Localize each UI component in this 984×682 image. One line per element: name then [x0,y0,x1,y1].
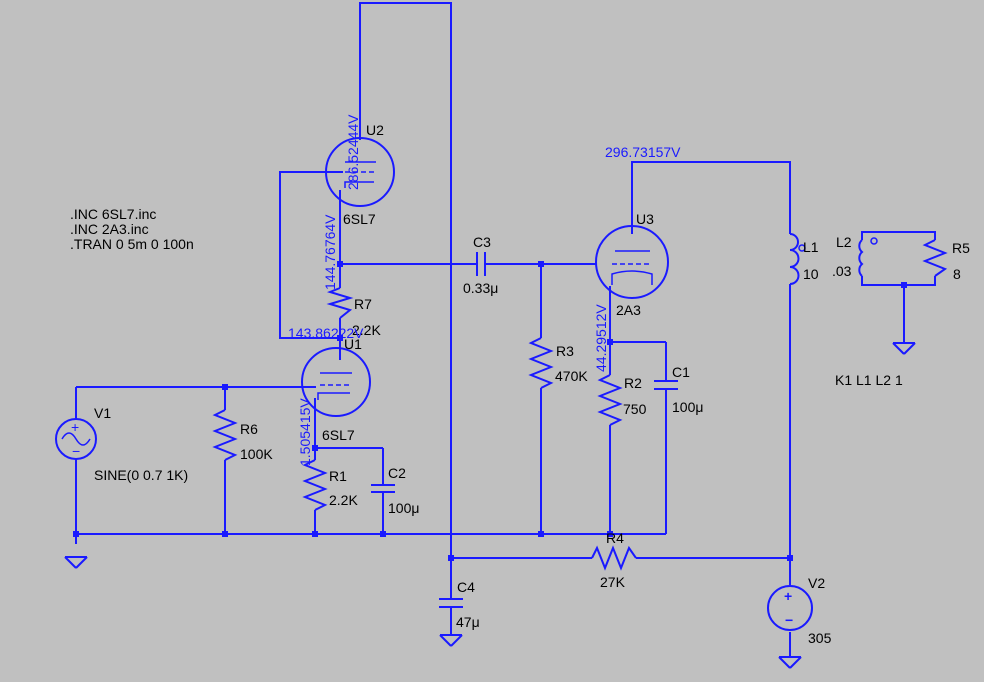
svg-text:+: + [784,588,792,604]
spice-directives: .INC 6SL7.inc .INC 2A3.inc .TRAN 0 5m 0 … [70,206,194,252]
capacitor-c2[interactable] [371,484,395,493]
l2-value: .03 [832,263,852,279]
v1-value: SINE(0 0.7 1K) [94,467,188,483]
u3-ref: U3 [636,211,654,227]
c3-value: 0.33μ [463,280,498,296]
c4-ref: C4 [457,579,475,595]
r4-value: 27K [600,574,626,590]
c2-value: 100μ [388,500,419,516]
directive-line: .INC 6SL7.inc [70,206,156,222]
resistor-r7[interactable] [326,287,354,319]
c4-value: 47μ [456,614,480,630]
tube-u3[interactable] [595,225,669,299]
tube-u2[interactable] [325,137,395,207]
tube-u1[interactable] [301,347,371,417]
r1-ref: R1 [329,468,347,484]
inductor-l2[interactable] [858,237,878,277]
r2-ref: R2 [624,375,642,391]
c1-value: 100μ [672,399,703,415]
v2-ref: V2 [808,575,825,591]
c3-ref: C3 [473,234,491,250]
capacitor-c4[interactable] [439,598,463,608]
r5-ref: R5 [952,240,970,256]
resistor-r4[interactable] [591,545,637,571]
voltage-source-v1[interactable]: + − [55,418,97,460]
inductor-l1[interactable] [789,233,806,285]
junction-dots [73,261,907,561]
l2-ref: L2 [836,234,852,250]
resistor-r1[interactable] [302,459,328,511]
resistor-r5[interactable] [922,239,948,277]
coupling-statement: K1 L1 L2 1 [835,372,903,388]
r3-value: 470K [555,368,588,384]
r7-ref: R7 [354,296,372,312]
u1-value: 6SL7 [322,427,355,443]
r6-ref: R6 [240,421,258,437]
r2-value: 750 [623,401,647,417]
resistor-r6[interactable] [212,409,238,461]
u1-ref: U1 [344,336,362,352]
svg-text:−: − [785,612,793,628]
voltage-u1-cathode: 1.505415V [297,398,313,466]
voltage-u3-plate: 296.73157V [605,144,681,160]
voltage-u2-cathode: 144.76764V [322,214,338,290]
capacitor-c1[interactable] [654,380,678,390]
ground-symbol [64,556,88,569]
v2-value: 305 [808,630,832,646]
resistor-r2[interactable] [597,374,623,426]
r6-value: 100K [240,446,273,462]
directive-line: .INC 2A3.inc [70,221,149,237]
voltage-source-v2[interactable]: + − [767,585,813,631]
voltage-u3-cathode: 44.29512V [593,304,609,372]
r5-value: 8 [953,266,961,282]
directive-line: .TRAN 0 5m 0 100n [70,236,194,252]
ground-symbol [439,634,463,647]
r3-ref: R3 [556,343,574,359]
voltage-u2-plate: 286.52444V [345,114,361,190]
svg-text:+: + [71,419,79,435]
c1-ref: C1 [672,364,690,380]
voltage-u1-plate: 143.86222V [288,325,364,341]
wires [75,2,936,657]
capacitor-c3[interactable] [476,252,486,276]
u3-value: 2A3 [616,302,641,318]
resistor-r3[interactable] [528,337,554,389]
v1-ref: V1 [94,405,111,421]
ground-symbol [778,656,802,669]
u2-ref: U2 [366,122,384,138]
r1-value: 2.2K [329,492,358,508]
svg-text:−: − [72,443,80,459]
c2-ref: C2 [388,465,406,481]
ground-symbol [892,342,916,355]
l1-value: 10 [803,266,819,282]
r4-ref: R4 [606,530,624,546]
u2-value: 6SL7 [343,211,376,227]
r7-value: 2.2K [352,322,381,338]
l1-ref: L1 [803,239,819,255]
